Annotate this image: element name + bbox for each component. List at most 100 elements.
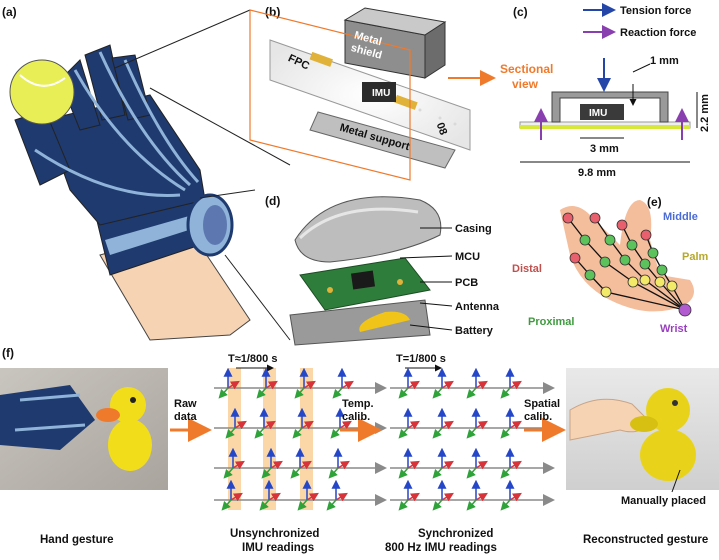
imu-axis-x xyxy=(263,420,276,430)
imu-axis-y xyxy=(466,427,477,439)
leader-antenna xyxy=(419,302,453,307)
label-mcu: MCU xyxy=(455,251,480,263)
imu-axis-x xyxy=(268,492,281,502)
recon-duck-beak xyxy=(630,416,658,432)
caption-reconstructed: Reconstructed gesture xyxy=(583,534,708,546)
label-distal: Distal xyxy=(512,263,542,275)
callout-line-a-top xyxy=(114,9,251,69)
battery-wrap xyxy=(359,311,410,332)
panel-letter-b: (b) xyxy=(265,5,280,19)
imu-axis-y xyxy=(290,467,301,479)
dim-thickness: 1 mm xyxy=(650,55,679,67)
label-casing: Casing xyxy=(455,223,492,235)
label-sync-period: T=1/800 s xyxy=(396,353,446,365)
pcb-pad-1 xyxy=(327,287,333,293)
label-number-08: 08 xyxy=(434,121,449,137)
label-spatial-1: Spatial xyxy=(524,398,560,410)
section-plane-outline xyxy=(249,9,411,181)
leader-battery xyxy=(409,324,453,331)
imu-axis-x xyxy=(509,460,522,470)
imu-axis-x xyxy=(299,460,312,470)
label-raw-1: Raw xyxy=(174,398,197,410)
panel-letter-d: (d) xyxy=(265,194,280,208)
metal-shield-side xyxy=(424,21,446,79)
imu-axis-x xyxy=(230,492,243,502)
label-temp-1: Temp. xyxy=(342,398,374,410)
imu-axis-y xyxy=(432,467,443,479)
label-sectional-view-2: view xyxy=(512,77,539,91)
imu-axis-y xyxy=(500,427,511,439)
imu-axis-x xyxy=(337,460,350,470)
imu-axis-y xyxy=(398,499,409,511)
label-battery: Battery xyxy=(455,325,494,337)
imu-axis-x xyxy=(234,420,247,430)
sync-readings: T=1/800 s xyxy=(390,353,555,511)
label-sectional-view-1: Sectional xyxy=(500,62,553,76)
gold-pad-2 xyxy=(394,94,418,110)
glove-cables xyxy=(34,51,200,197)
imu-axis-y xyxy=(297,499,308,511)
imu-axis-x xyxy=(341,380,354,390)
fpc-dots xyxy=(288,56,457,126)
imu-axis-y xyxy=(432,499,443,511)
photo-duck-body xyxy=(108,419,152,471)
metal-support xyxy=(309,111,456,169)
panel-letter-c: (c) xyxy=(513,5,528,19)
label-manually-placed: Manually placed xyxy=(621,495,706,507)
panel-letter-a: (a) xyxy=(2,5,17,19)
panel-f: (f) Raw data T≈1/800 s Temp. calib. T=1/ xyxy=(0,346,719,554)
imu-axis-y xyxy=(398,427,409,439)
imu-axis-x xyxy=(441,380,454,390)
imu-axis-x xyxy=(407,420,420,430)
caption-unsync-2: IMU readings xyxy=(242,542,314,554)
imu-axis-y xyxy=(328,467,339,479)
imu-axis-y xyxy=(221,499,232,511)
unsync-band-3 xyxy=(300,368,313,510)
shield-section xyxy=(551,91,669,123)
label-spatial-2: calib. xyxy=(524,411,552,423)
imu-axis-x xyxy=(509,420,522,430)
imu-axis-y xyxy=(398,467,409,479)
label-palm: Palm xyxy=(682,251,709,263)
imu-axis-x xyxy=(475,420,488,430)
imu-axis-y xyxy=(292,427,303,439)
imu-section xyxy=(580,104,624,120)
imu-axis-x xyxy=(509,492,522,502)
panel-c: (c) Tension force Reaction force Section… xyxy=(500,3,711,179)
imu-axis-x xyxy=(301,420,314,430)
legend-reaction-label: Reaction force xyxy=(620,27,696,39)
imu-axis-y xyxy=(218,387,229,399)
imu-axis-y xyxy=(261,467,272,479)
label-middle: Middle xyxy=(663,211,698,223)
leader-manually-placed xyxy=(671,469,681,493)
joint-dots xyxy=(562,212,692,317)
imu-axis-y xyxy=(294,387,305,399)
imu-axis-y xyxy=(225,427,236,439)
imu-axis-y xyxy=(466,499,477,511)
imu-chip xyxy=(362,82,396,102)
imu-axis-y xyxy=(500,499,511,511)
imu-axis-x xyxy=(306,492,319,502)
label-proximal: Proximal xyxy=(528,316,574,328)
imu-axis-y xyxy=(466,387,477,399)
imu-axis-x xyxy=(407,492,420,502)
unsync-axes xyxy=(214,367,387,511)
label-wrist: Wrist xyxy=(660,323,688,335)
imu-axis-y xyxy=(330,427,341,439)
label-imu-c: IMU xyxy=(589,108,607,119)
photo-glove-cables xyxy=(14,393,86,432)
photo-duck-eye xyxy=(130,397,136,403)
imu-axis-x xyxy=(509,380,522,390)
imu-axis-x xyxy=(441,492,454,502)
imu-axis-y xyxy=(332,387,343,399)
panel-d: (d) Casing MCU PCB Antenna Battery xyxy=(265,194,500,346)
label-raw-2: data xyxy=(174,411,198,423)
imu-axis-x xyxy=(270,460,283,470)
casing-highlight xyxy=(298,207,419,240)
callout-line-a-low xyxy=(199,189,256,199)
imu-axis-x xyxy=(339,420,352,430)
photo-duck-beak xyxy=(96,408,120,422)
label-unsync-period: T≈1/800 s xyxy=(228,353,277,365)
tennis-ball xyxy=(9,59,75,125)
